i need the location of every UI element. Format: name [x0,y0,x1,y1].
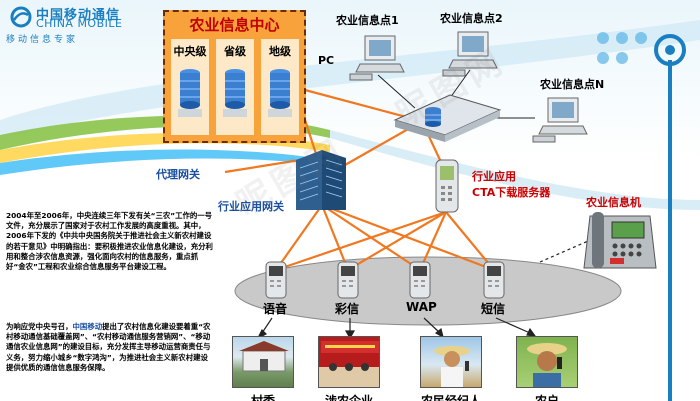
voice-phone-icon [265,261,287,299]
village-building-image [239,341,289,372]
brand-slogan: 移动信息专家 [6,35,79,45]
photo-caption: 涉农企业 [324,394,373,401]
meeting-banner-image [319,341,379,387]
pc-n-icon [532,97,588,143]
agri-terminal-icon [583,212,657,269]
photo-village-committee [232,336,294,388]
paragraph-suffix: 提出了农村信息化建设要着重“农村移动通信基础覆盖网”、“农村移动通信服务营销网”… [6,322,211,372]
photo-farmer-household [516,336,578,388]
pc-2-icon [442,31,498,77]
paragraph-highlight: 中国移动 [72,322,103,331]
wap-phone-icon [409,261,431,299]
policy-paragraph-2: 为响应党中央号召，中国移动提出了农村信息化建设要着重“农村移动通信基础覆盖网”、… [6,322,214,373]
mms-phone-icon [337,261,359,299]
cta-label-line2: CTA下载服务器 [472,186,551,199]
photo-caption: 农户 [534,394,559,401]
cta-label-line1: 行业应用 [472,170,516,183]
database-icon [178,69,202,117]
photo-caption: 村委 [250,394,275,401]
policy-paragraph-1: 2004年至2006年，中央连续三年下发有关“三农”工作的一号文件，充分展示了国… [6,211,214,272]
proxy-gateway-label: 代理网关 [156,168,200,181]
center-title: 农业信息中心 [189,16,280,34]
database-icon [223,69,247,117]
sms-phone-icon [483,261,505,299]
industry-gateway-label: 行业应用网关 [218,200,284,213]
tier-label: 中央级 [173,45,207,58]
farmer-on-phone-image [527,343,567,387]
info-point-1-label: 农业信息点1 [336,14,399,27]
tier-province: 省级 [216,39,254,135]
brand-name-en: CHINA MOBILE [36,17,123,30]
pc-label: PC [318,54,335,67]
paragraph-prefix: 为响应党中央号召， [6,322,73,331]
china-mobile-logo-icon [10,6,32,28]
channel-sms-label: 短信 [481,302,506,316]
channel-voice-label: 语音 [263,302,288,316]
channel-wap-label: WAP [406,300,437,314]
agri-terminal-label: 农业信息机 [586,196,641,209]
cta-server-phone-icon [435,159,459,213]
pc-1-icon [349,35,405,81]
brand-logo: 中国移动通信 CHINA MOBILE 移动信息专家 [6,4,146,45]
farmer-with-hat-image [434,346,470,387]
photo-farmer-broker [420,336,482,388]
paragraph-text: 2004年至2006年，中央连续三年下发有关“三农”工作的一号文件，充分展示了国… [6,211,213,272]
channel-mms-label: 彩信 [335,302,360,316]
tier-prefecture: 地级 [261,39,299,135]
info-point-2-label: 农业信息点2 [440,12,503,25]
tier-label: 省级 [224,45,246,58]
info-point-n-label: 农业信息点N [540,78,605,91]
gateway-building-icon [296,150,346,210]
photo-caption: 农民经纪人 [420,394,481,401]
brand-name-cn: 中国移动通信 [36,8,121,23]
tier-label: 地级 [269,45,291,58]
tier-central: 中央级 [171,39,209,135]
router-database-icon [425,107,441,127]
photo-agri-enterprise [318,336,380,388]
database-icon [268,69,292,117]
agri-info-center: 农业信息中心 中央级 省级 地级 [163,10,306,143]
